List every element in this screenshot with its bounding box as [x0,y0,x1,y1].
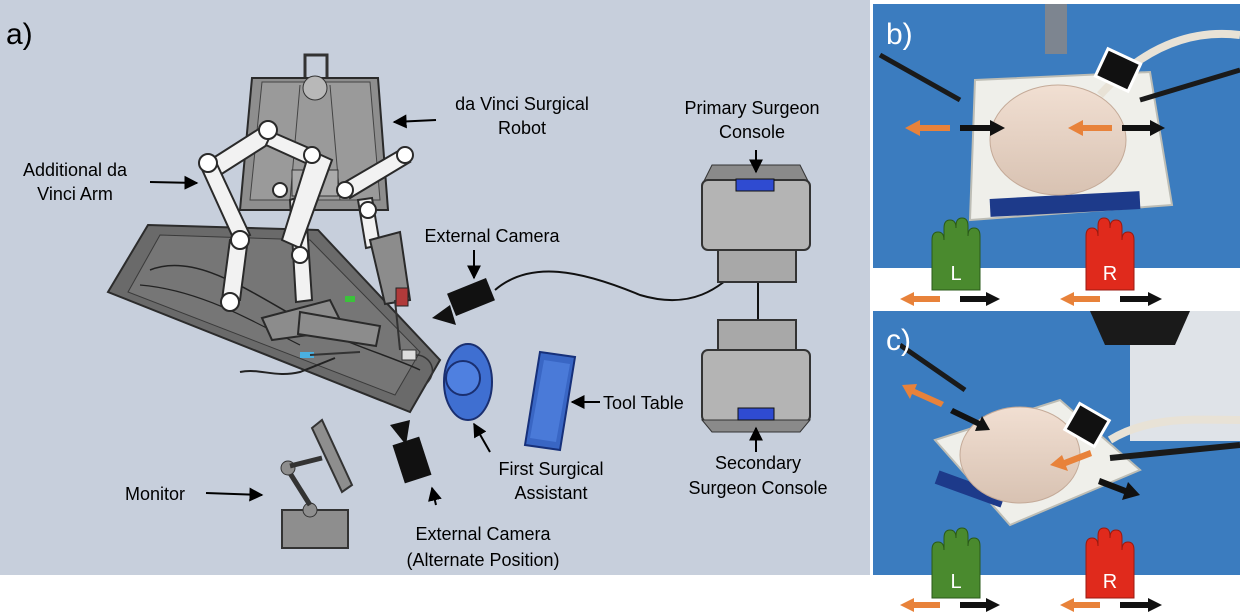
monitor [280,418,354,549]
right-hand-b: R [1085,217,1135,291]
label-alt-camera-line2: (Alternate Position) [406,550,559,570]
camera-cable [494,261,746,302]
panel-b-hand-arrows [900,292,1162,306]
right-hand-letter-c: R [1103,571,1117,593]
label-secondary-line1: Secondary [715,453,801,473]
panel-b: b) L R [873,4,1240,291]
panel-b-arrows [905,120,1165,136]
label-alt-camera-line1: External Camera [415,524,551,544]
label-primary-line1: Primary Surgeon [684,98,819,118]
label-first-assistant-line1: First Surgical [498,459,603,479]
panel-c: c) L R [873,311,1240,599]
label-external-camera: External Camera [424,226,560,246]
left-hand-b: L [931,217,981,291]
patient-arm [239,357,336,375]
secondary-surgeon-console [700,319,812,433]
pointer-arrows [149,114,763,506]
panel-c-letter: c) [886,324,911,357]
label-robot-line1: da Vinci Surgical [455,94,589,114]
right-hand-letter-b: R [1103,263,1117,285]
primary-surgeon-console [701,164,811,283]
external-camera [432,278,495,325]
left-hand-letter-c: L [950,571,961,593]
label-primary-line2: Console [719,122,785,142]
label-tool-table: Tool Table [603,393,684,413]
first-surgical-assistant [443,343,493,421]
panel-a: a) [0,0,870,575]
external-camera-alternate [390,420,432,484]
right-hand-c: R [1085,527,1135,599]
left-hand-c: L [931,527,981,599]
da-vinci-robot [198,53,434,386]
panel-a-letter: a) [6,18,33,51]
panel-c-arrows [902,384,1140,500]
panel-b-letter: b) [886,18,913,51]
left-hand-letter-b: L [950,263,961,285]
label-first-assistant-line2: Assistant [514,483,587,503]
panel-c-hand-arrows [900,598,1162,612]
label-secondary-line2: Surgeon Console [688,478,827,498]
label-monitor: Monitor [125,484,185,504]
label-robot-line2: Robot [498,118,546,138]
label-arm-line1: Additional da [23,160,128,180]
tool-table [523,350,577,452]
label-arm-line2: Vinci Arm [37,184,113,204]
